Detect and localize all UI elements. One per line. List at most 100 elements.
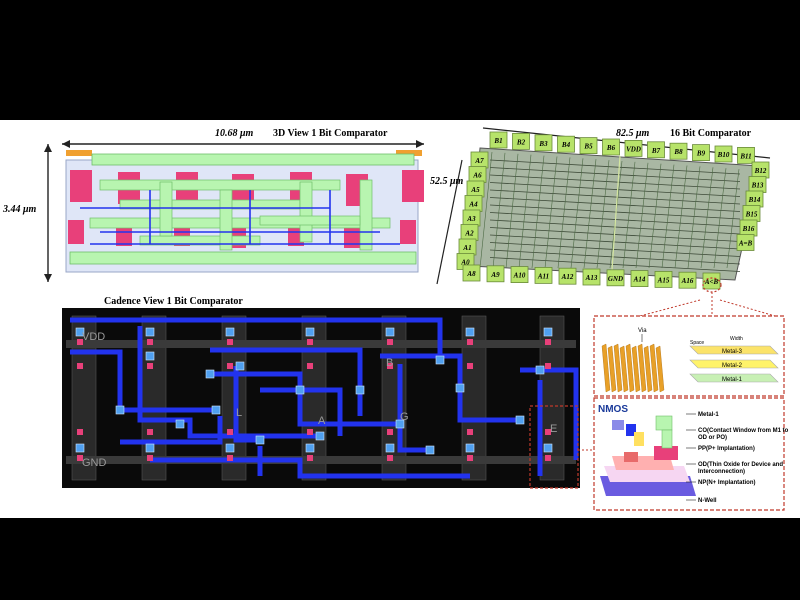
- via: [225, 327, 235, 337]
- via: [425, 445, 435, 455]
- interconnect: [219, 189, 233, 251]
- pad-label: B12: [754, 167, 767, 175]
- metal-route: [233, 366, 260, 443]
- pad-body: [582, 268, 601, 286]
- orange-rail: [66, 150, 92, 156]
- cadence-panel: Cadence View 1 Bit Comparator VDDGNDABGL…: [62, 296, 580, 488]
- co-block: [634, 432, 644, 446]
- contact: [227, 339, 233, 345]
- pad: B13: [748, 176, 767, 193]
- chip-wire: [518, 154, 532, 269]
- pad-label: B9: [696, 150, 706, 158]
- chip-wire: [648, 163, 662, 269]
- metal-route: [397, 364, 430, 453]
- nmos-panel: NMOS Metal-1CO(Contact Window from M1 to…: [593, 397, 789, 511]
- via: [465, 327, 475, 337]
- legend-line: OD or PO): [698, 435, 727, 441]
- via-pillar: [649, 343, 659, 393]
- contact: [227, 363, 233, 369]
- interconnect: [299, 181, 313, 243]
- node-label: B: [386, 357, 393, 369]
- chip-wire: [544, 156, 558, 269]
- pad-label: B6: [606, 144, 616, 152]
- pad-label: B16: [742, 225, 755, 233]
- legend-line: Metal-1: [698, 412, 719, 418]
- pad: A13: [582, 268, 601, 286]
- pad: A1: [458, 238, 477, 256]
- pad-label: A15: [657, 276, 670, 284]
- pad: A3: [462, 209, 481, 227]
- co-block: [626, 424, 636, 436]
- via: [315, 431, 325, 441]
- pad-label: A=B: [738, 240, 753, 248]
- via-pillar: [619, 345, 629, 393]
- pad: B3: [534, 134, 553, 152]
- via: [543, 327, 553, 337]
- metal-layer: [689, 359, 779, 369]
- contact: [545, 363, 551, 369]
- chip-wire: [489, 242, 741, 257]
- pad: A16: [678, 271, 697, 289]
- contact: [147, 339, 153, 345]
- pad: A6: [468, 166, 487, 183]
- pad-body: [534, 134, 553, 152]
- pad-label: A6: [472, 172, 482, 180]
- legend-line: Interconnection): [698, 469, 745, 475]
- contact: [387, 429, 393, 435]
- chip-wire: [596, 160, 610, 269]
- pad: A=B: [736, 234, 755, 251]
- via: [115, 405, 125, 415]
- pad: A15: [654, 270, 673, 288]
- pad: B7: [647, 141, 665, 159]
- chip-wire: [700, 167, 714, 269]
- via: [305, 327, 315, 337]
- via: [205, 369, 215, 379]
- pad-label: A11: [537, 272, 549, 280]
- metal1-block: [655, 415, 673, 431]
- via: [543, 443, 553, 453]
- pad-body: [736, 234, 755, 251]
- pad-body: [630, 270, 649, 288]
- via-pillar: [631, 345, 641, 393]
- node-label: GND: [82, 457, 107, 469]
- contact: [77, 363, 83, 369]
- pad-label: B5: [583, 143, 593, 151]
- contact: [387, 455, 393, 461]
- pad-body: [489, 131, 508, 149]
- via: [465, 443, 475, 453]
- chip-wire: [489, 249, 741, 265]
- metal-route: [137, 326, 320, 439]
- pad-body: [558, 267, 577, 285]
- node-label: E: [550, 423, 557, 435]
- diffusion-block: [68, 220, 84, 244]
- vdd-rail: [66, 340, 576, 348]
- metal-layer: [689, 345, 779, 355]
- metal-route: [150, 457, 470, 479]
- arrow-left-icon: [62, 140, 70, 148]
- layer-label: Metal-1: [722, 377, 743, 383]
- pad-body: [678, 271, 697, 289]
- pad: A8: [462, 264, 481, 282]
- pad: B6: [602, 138, 620, 156]
- chip-wire: [583, 159, 597, 269]
- via: [355, 385, 365, 395]
- metal-route: [210, 371, 400, 427]
- chip-wire: [661, 164, 675, 269]
- via: [211, 405, 221, 415]
- legend-line: N-Well: [698, 498, 717, 504]
- contact: [227, 429, 233, 435]
- interconnect: [259, 215, 361, 226]
- pad-label: A3: [466, 215, 476, 223]
- connector: [639, 299, 701, 317]
- via-pillar: [625, 343, 635, 393]
- contact: [307, 339, 313, 345]
- chip16-width-dim: 82.5 μm: [616, 128, 650, 139]
- pad-body: [534, 266, 553, 284]
- pad-body: [624, 139, 643, 157]
- via: [395, 419, 405, 429]
- pad-label: B1: [493, 137, 502, 145]
- via-pillar: [655, 345, 665, 393]
- legend-line: CO(Contact Window from M1 to: [698, 428, 789, 434]
